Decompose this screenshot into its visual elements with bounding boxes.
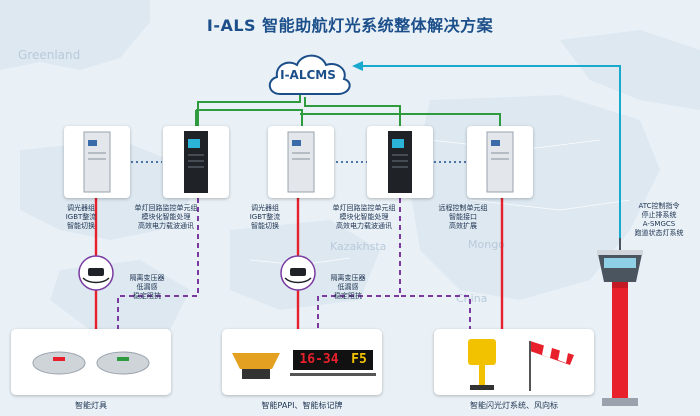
map-label-kazakhstan: Kazakhsta xyxy=(330,240,387,253)
control-lines xyxy=(117,198,471,330)
transformer-1-label: 隔离变压器低漏感稳定阻抗 xyxy=(129,274,165,300)
map-label-china: China xyxy=(456,292,488,305)
arrow-head xyxy=(352,61,363,71)
label-papi-signs: 智能PAPI、智能标记牌 xyxy=(261,401,343,410)
cabinet-dimmer-2[interactable] xyxy=(268,126,334,198)
page-title: I-ALS 智能助航灯光系统整体解决方案 xyxy=(206,16,494,35)
map-label-greenland: Greenland xyxy=(18,48,81,62)
transformer-2-label: 隔离变压器低漏感稳定阻抗 xyxy=(330,274,366,300)
sign-runway-label: 16-34 xyxy=(293,350,345,370)
cabinet-monitor-2[interactable] xyxy=(367,126,433,198)
cabinet-5-label: 远程控制单元组智能接口高效扩展 xyxy=(438,204,488,230)
black-cabinet-icon xyxy=(184,131,208,193)
transformer-icon xyxy=(280,255,316,291)
flash-light-icon xyxy=(468,339,574,391)
cabinet-monitor-1[interactable] xyxy=(163,126,229,198)
map-label-mongolia: Mongo xyxy=(468,238,505,251)
papi-icon xyxy=(232,353,376,379)
atc-link-arrow xyxy=(362,65,621,238)
white-cabinet-icon xyxy=(486,131,514,193)
cabinet-4-label: 单灯回路监控单元组模块化智能处理高效电力载波通讯 xyxy=(332,204,396,230)
sign-taxiway-label: F5 xyxy=(345,350,373,370)
white-cabinet-icon xyxy=(83,131,111,193)
runway-light-icon xyxy=(32,351,150,375)
cloud-icon xyxy=(268,54,351,95)
cabinet-remote-control[interactable] xyxy=(467,126,533,198)
card-flash-windsock[interactable] xyxy=(434,329,594,395)
black-cabinet-icon xyxy=(388,131,412,193)
network-lines xyxy=(195,95,501,128)
transformer-icon xyxy=(78,255,114,291)
label-flash-windsock: 智能闪光灯系统、风向标 xyxy=(470,401,558,410)
card-smart-lights[interactable] xyxy=(11,329,171,395)
cloud-label: I-ALCMS xyxy=(280,68,336,82)
cabinet-dimmer-1[interactable] xyxy=(64,126,130,198)
white-cabinet-icon xyxy=(287,131,315,193)
label-smart-lights: 智能灯具 xyxy=(75,401,107,410)
cabinet-2-label: 单灯回路监控单元组模块化智能处理高效电力载波通讯 xyxy=(134,204,198,230)
